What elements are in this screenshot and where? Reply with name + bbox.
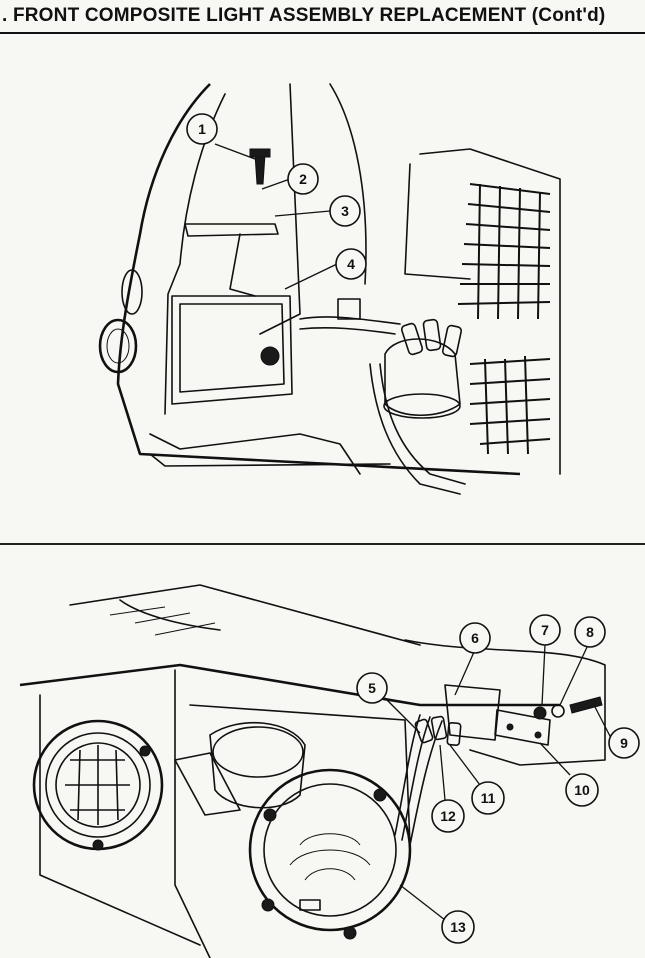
callout-12: 12 [431, 799, 465, 833]
callout-1: 1 [186, 113, 218, 145]
callout-7: 7 [529, 614, 561, 646]
svg-text:7: 7 [541, 622, 549, 638]
svg-text:2: 2 [299, 171, 307, 187]
callout-5: 5 [356, 672, 388, 704]
section-divider [0, 543, 645, 545]
svg-text:8: 8 [586, 624, 594, 640]
callout-3: 3 [329, 195, 361, 227]
svg-text:3: 3 [341, 203, 349, 219]
callout-9: 9 [608, 727, 640, 759]
figure-top-illustration: 1 2 3 4 [98, 83, 561, 495]
svg-text:11: 11 [481, 790, 496, 806]
callout-6: 6 [459, 622, 491, 654]
page-header: . FRONT COMPOSITE LIGHT ASSEMBLY REPLACE… [0, 0, 645, 34]
callout-13: 13 [441, 910, 475, 944]
svg-text:9: 9 [620, 735, 628, 751]
svg-text:6: 6 [471, 630, 479, 646]
figure-bottom-illustration: 5 6 7 8 9 10 11 12 13 [19, 584, 640, 958]
svg-text:4: 4 [347, 256, 355, 272]
callout-11: 11 [471, 781, 505, 815]
callout-10: 10 [565, 773, 599, 807]
callout-2: 2 [287, 163, 319, 195]
svg-text:5: 5 [368, 680, 376, 696]
svg-text:12: 12 [440, 808, 456, 824]
callout-8: 8 [574, 616, 606, 648]
svg-text:13: 13 [450, 919, 466, 935]
svg-text:10: 10 [574, 782, 590, 798]
page-title: . FRONT COMPOSITE LIGHT ASSEMBLY REPLACE… [2, 5, 606, 26]
svg-text:1: 1 [198, 121, 206, 137]
callout-4: 4 [335, 248, 367, 280]
